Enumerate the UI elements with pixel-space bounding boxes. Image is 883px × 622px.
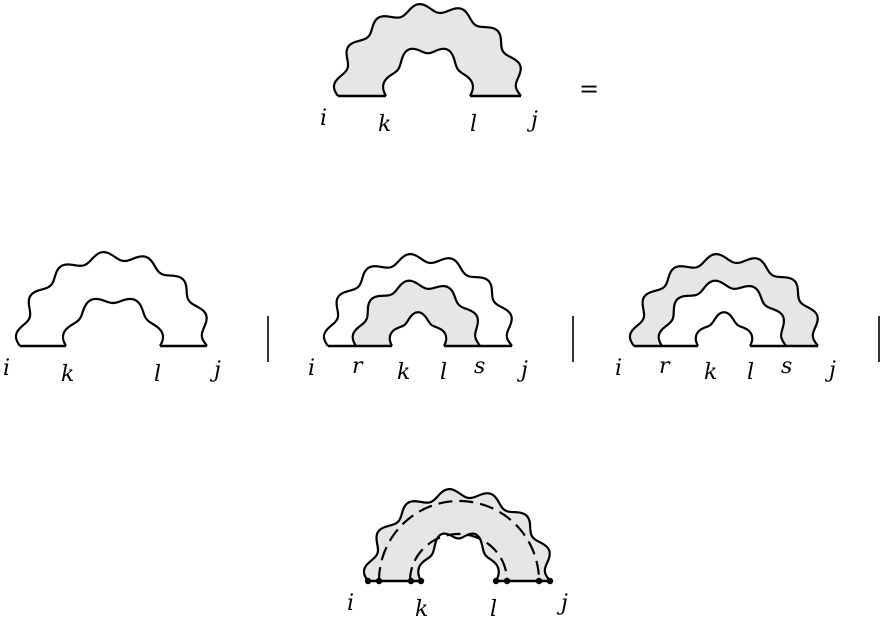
diagram-1-label-i: i	[3, 356, 10, 381]
diagram-3-label-l: l	[747, 360, 754, 385]
diagram-2-middle-photon-line	[351, 279, 481, 347]
bottom-vertex-dot	[546, 577, 554, 585]
bottom-diagram: i k l j	[347, 488, 568, 622]
bottom-vertex-dot	[417, 577, 425, 585]
diagram-2: i r k l s j	[308, 253, 528, 385]
diagram-3-outer-photon-line	[628, 253, 819, 347]
lhs-label-i: i	[320, 106, 327, 131]
bottom-inner-dashed-line	[408, 532, 509, 582]
bottom-vertex-dot	[364, 577, 372, 585]
diagram-3-label-r: r	[659, 354, 671, 379]
diagram-3-label-j: j	[824, 358, 836, 383]
diagram-2-label-i: i	[308, 356, 315, 381]
bottom-vertex-dot	[503, 577, 511, 585]
diagram-1-label-l: l	[154, 362, 161, 387]
diagram-2-label-l: l	[440, 360, 447, 385]
bottom-vertex-dot	[375, 577, 383, 585]
bottom-inner-photon-line	[417, 532, 500, 582]
diagram-3-label-i: i	[615, 356, 622, 381]
bottom-label-l: l	[490, 597, 497, 622]
diagram-3: i r k l s j	[615, 253, 836, 385]
bottom-vertex-dot	[535, 577, 543, 585]
equals-sign: =	[579, 75, 599, 103]
diagram-2-inner-photon-line	[388, 311, 448, 347]
diagram-1: i k l j	[3, 251, 221, 387]
diagram-3-inner-photon-line	[694, 311, 754, 347]
bottom-label-i: i	[347, 591, 354, 616]
lhs-label-j: j	[526, 108, 538, 133]
lhs-inner-photon-line	[382, 47, 474, 97]
bottom-vertex-dot	[492, 577, 500, 585]
diagram-2-label-r: r	[352, 354, 364, 379]
bottom-label-k: k	[415, 597, 428, 622]
lhs-outer-photon-line	[332, 3, 522, 97]
bottom-label-j: j	[556, 591, 568, 616]
diagram-2-label-k: k	[397, 360, 410, 385]
diagram-3-label-k: k	[704, 360, 717, 385]
diagram-2-outer-photon-line	[322, 253, 513, 347]
lhs-shaded-band	[333, 4, 521, 96]
diagram-3-middle-photon-line	[657, 279, 787, 347]
diagram-1-label-k: k	[61, 362, 74, 387]
diagram-1-label-j: j	[209, 358, 221, 383]
lhs-diagram: i k l j	[320, 3, 538, 137]
lhs-label-k: k	[378, 112, 391, 137]
bottom-outer-photon-line	[362, 488, 551, 582]
diagram-3-shaded-band	[629, 254, 818, 346]
diagram-3-label-s: s	[781, 354, 792, 379]
diagram-2-label-j: j	[516, 358, 528, 383]
lhs-label-l: l	[470, 112, 477, 137]
diagram-1-outer-photon-line	[14, 251, 208, 347]
diagram-1-inner-photon-line	[61, 297, 165, 347]
diagram-2-shaded-band	[352, 280, 480, 346]
bottom-vertex-dot	[407, 577, 415, 585]
diagram-2-label-s: s	[474, 354, 485, 379]
